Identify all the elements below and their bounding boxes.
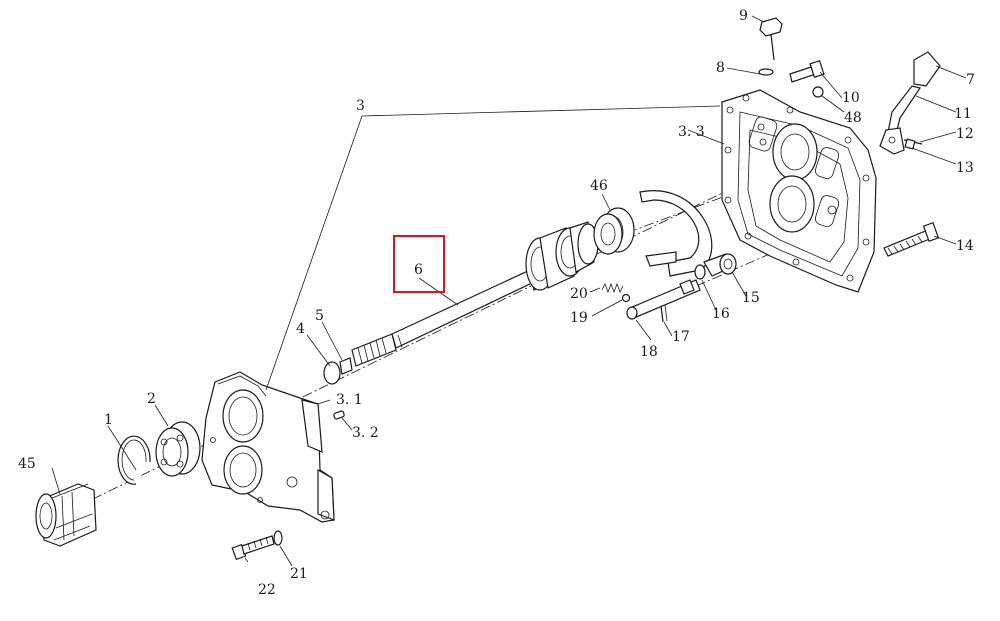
label-part-4: 4: [296, 321, 305, 337]
label-part-19: 19: [570, 310, 588, 326]
label-part-6: 6: [414, 262, 423, 278]
label-part-20: 20: [570, 286, 588, 302]
ball-19: [621, 293, 631, 303]
label-part-12: 12: [956, 126, 974, 142]
bolt-22: [231, 535, 275, 561]
housing-3-1: [201, 371, 335, 523]
label-part-48: 48: [844, 110, 862, 126]
spring-20: [601, 282, 624, 294]
pin-3-2: [333, 410, 345, 420]
bolt-14: [883, 222, 940, 257]
lever-arm-11: [879, 85, 921, 155]
label-part-22: 22: [258, 582, 276, 598]
leader-lines: [51, 15, 967, 567]
bearing-46: [593, 207, 635, 255]
label-part-15: 15: [742, 290, 760, 306]
label-part-3-1: 3. 1: [336, 392, 363, 408]
label-part-17: 17: [672, 329, 690, 345]
label-part-21: 21: [290, 566, 308, 582]
snap-ring-1: [117, 435, 151, 485]
label-part-45: 45: [18, 456, 36, 472]
washer-8: [758, 68, 774, 76]
label-part-3-3: 3. 3: [678, 124, 705, 140]
label-part-3: 3: [356, 98, 365, 114]
spacer-5: [339, 357, 353, 375]
label-part-8: 8: [716, 60, 725, 76]
label-part-10: 10: [842, 90, 860, 106]
washer-21: [273, 530, 283, 546]
label-part-18: 18: [640, 344, 658, 360]
label-part-14: 14: [956, 238, 974, 254]
plug-48: [812, 86, 824, 98]
part-labels: 1 2 3 3. 1 3. 2 3. 3 4 5 6 7 8 9 10 11 1…: [18, 8, 975, 598]
label-part-2: 2: [147, 391, 156, 407]
label-part-46: 46: [590, 178, 608, 194]
coupling-45: [35, 483, 97, 547]
ring-16: [694, 264, 706, 280]
bolt-10: [789, 60, 825, 83]
highlight-box: [393, 235, 445, 293]
double-gear: [525, 221, 599, 291]
label-part-3-2: 3. 2: [352, 425, 379, 441]
label-part-5: 5: [315, 308, 324, 324]
plug-9: [759, 17, 783, 61]
label-part-1: 1: [104, 412, 113, 428]
label-part-9: 9: [739, 8, 748, 24]
cover-3-3: [721, 89, 877, 293]
pin-17: [660, 304, 668, 323]
label-part-16: 16: [712, 306, 730, 322]
shift-rod-18: [626, 279, 701, 320]
label-part-13: 13: [956, 160, 974, 176]
label-part-7: 7: [966, 72, 975, 88]
o-ring-4: [323, 361, 341, 385]
shift-fork-15: [639, 190, 737, 277]
lever-7: [913, 51, 941, 87]
bearing-2: [155, 421, 201, 477]
nut-13: [904, 138, 916, 150]
label-part-11: 11: [954, 106, 972, 122]
shaft-6: [351, 251, 555, 367]
